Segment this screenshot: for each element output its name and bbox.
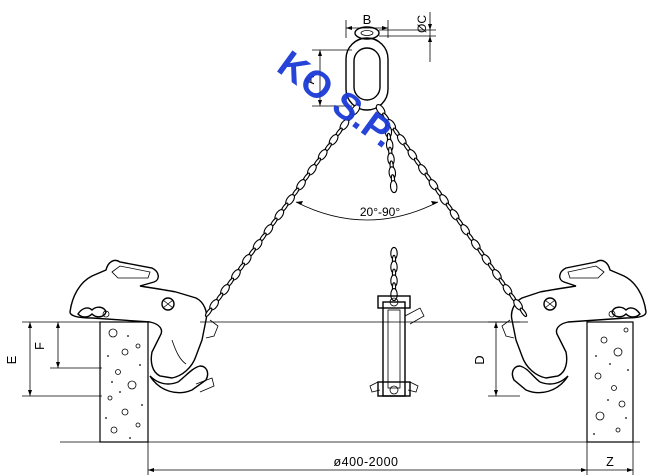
right-concrete-wall: [586, 321, 634, 443]
label-e: E: [4, 355, 19, 364]
label-c: ØC: [415, 15, 429, 33]
label-angle: 20°-90°: [360, 205, 400, 219]
left-concrete-wall: [99, 321, 149, 443]
dimension-z: [587, 442, 634, 475]
chains: [204, 104, 528, 318]
label-z: Z: [606, 455, 614, 469]
center-clamp: [369, 295, 425, 397]
dimension-c: [379, 12, 436, 62]
dimension-e: [22, 321, 102, 397]
chain-link: [390, 288, 398, 302]
label-d: D: [472, 355, 487, 364]
dimension-f: [50, 322, 102, 369]
label-b: B: [363, 12, 372, 27]
left-clamp: [69, 259, 219, 394]
chain-link: [519, 307, 528, 318]
angle-arc: [295, 201, 439, 221]
label-a: A: [302, 75, 317, 84]
master-link: [345, 26, 389, 111]
label-diameter: ø400-2000: [334, 455, 399, 469]
chain-link: [389, 180, 398, 194]
chain-link: [204, 307, 213, 318]
right-clamp: [501, 259, 647, 394]
dimension-a: [312, 49, 352, 107]
dimension-b: [345, 20, 389, 38]
dimension-diameter: [147, 442, 588, 475]
label-f: F: [32, 342, 47, 350]
dimension-d: [488, 321, 520, 397]
